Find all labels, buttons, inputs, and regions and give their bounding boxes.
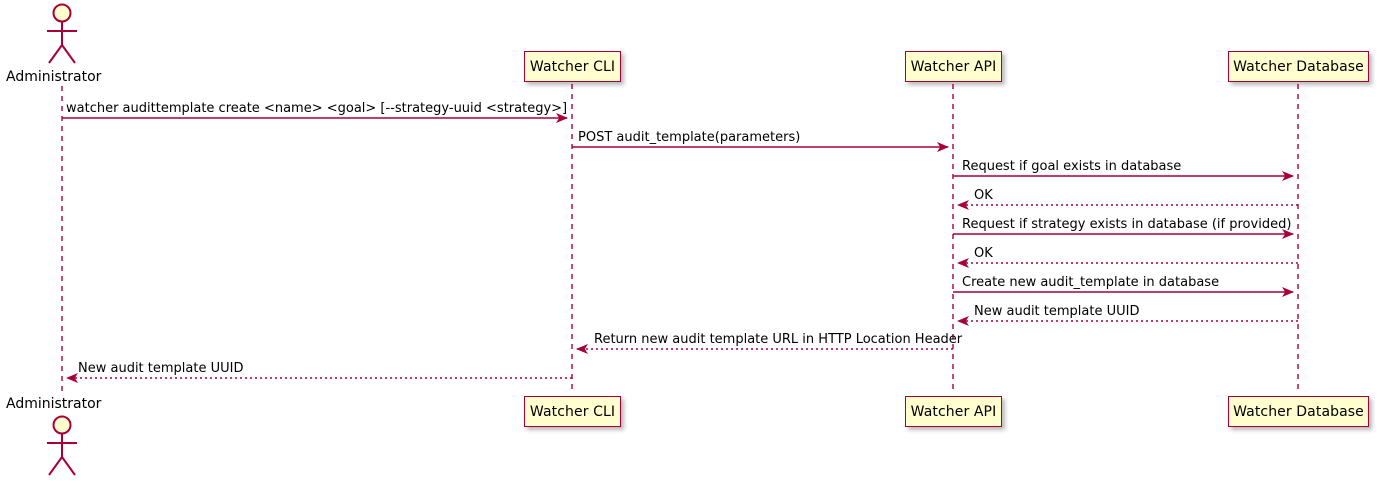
- actor-administrator-top: [47, 3, 77, 64]
- message-label-2: Request if goal exists in database: [962, 159, 1182, 174]
- message-label-3: OK: [974, 188, 993, 203]
- message-label-9: New audit template UUID: [78, 361, 244, 376]
- participant-box-watcher-api-bottom[interactable]: Watcher API: [905, 396, 1002, 427]
- participant-box-watcher-cli-top[interactable]: Watcher CLI: [524, 51, 621, 82]
- actor-administrator-bottom: [47, 415, 77, 476]
- message-label-5: OK: [974, 246, 993, 261]
- message-label-6: Create new audit_template in database: [962, 275, 1220, 290]
- participant-box-watcher-database-bottom[interactable]: Watcher Database: [1228, 396, 1369, 427]
- message-arrows: [62, 113, 1298, 383]
- lifelines: [61, 84, 1299, 396]
- actor-label-administrator-bottom: Administrator: [6, 396, 102, 412]
- actor-label-administrator-top: Administrator: [6, 69, 102, 85]
- participant-box-watcher-cli-bottom[interactable]: Watcher CLI: [524, 396, 621, 427]
- message-label-1: POST audit_template(parameters): [578, 130, 801, 145]
- message-label-8: Return new audit template URL in HTTP Lo…: [594, 332, 963, 347]
- participant-box-watcher-database-top[interactable]: Watcher Database: [1228, 51, 1369, 82]
- message-label-4: Request if strategy exists in database (…: [962, 217, 1292, 232]
- participant-box-watcher-api-top[interactable]: Watcher API: [905, 51, 1002, 82]
- message-label-0: watcher audittemplate create <name> <goa…: [66, 101, 568, 116]
- message-label-7: New audit template UUID: [974, 304, 1140, 319]
